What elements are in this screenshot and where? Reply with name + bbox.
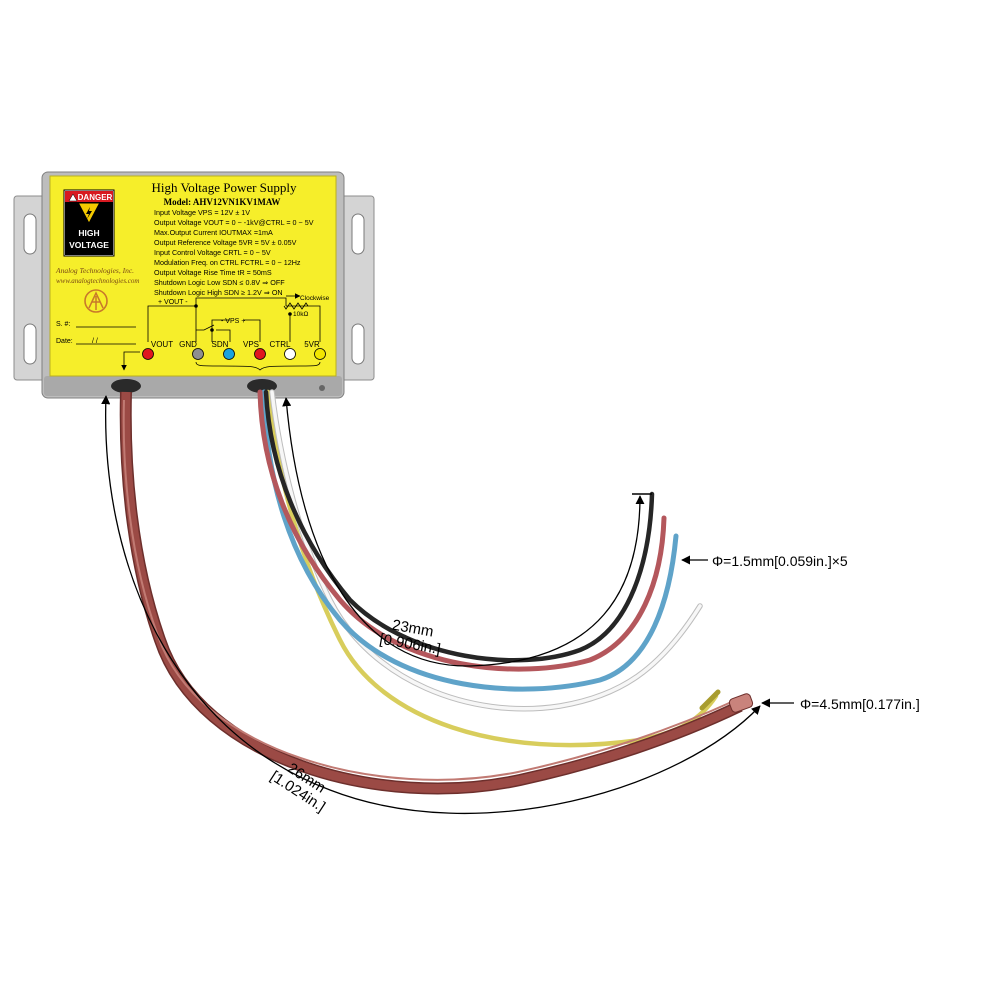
pin-dot-5vr [314,348,326,360]
vout-bracket-line [147,305,197,342]
resistor-label: 10kΩ [293,311,308,318]
vout-cable [119,391,754,795]
wire-black [263,389,655,663]
vps-bracket-line [211,319,261,342]
thin-wire-length-mm: 23mm [391,617,435,641]
thin-wire-length-label: 23mm [0.906in.] [378,617,442,658]
spec-line: Shutdown Logic High SDN ≥ 1.2V ⇒ ON [154,288,283,297]
high-text: HIGH [78,228,99,238]
lightning-bolt-icon [86,207,92,219]
company-logo-mark [88,291,104,310]
enclosure-bottom-wall [44,376,342,396]
vout-cable-outline [119,391,743,795]
potentiometer-line [283,302,309,310]
junction-dot [288,312,292,316]
pin-label-5vr: 5VR [304,340,320,349]
junction-dot [194,304,198,308]
pin-dot-vout [142,348,154,360]
spec-line: Modulation Freq. on CTRL FCTRL = 0 ~ 12H… [154,258,301,267]
spec-line: Max.Output Current IOUTMAX =1mA [154,228,273,237]
right-flange-slot-top [351,213,365,255]
wire-yellow [265,389,719,748]
signal-grommet [247,379,277,393]
danger-text: DANGER [78,193,113,202]
wire-white [269,389,703,712]
pin-label-vps: VPS [243,340,259,349]
spec-line: Input Control Voltage CRTL = 0 ~ 5V [154,248,271,257]
pin-label-vout: VOUT [151,340,173,349]
left-flange-slot-bottom [23,323,37,365]
dimension-annotations: Φ=1.5mm[0.059in.]×5 Φ=4.5mm[0.177in.] 23… [101,395,920,816]
ctrl-5vr-line [195,297,321,342]
spec-line: Output Voltage Rise Time tR = 50mS [154,268,272,277]
spec-line: Input Voltage VPS = 12V ± 1V [154,208,250,217]
pin-dots [142,348,326,360]
spec-line: Shutdown Logic Low SDN ≤ 0.8V ⇒ OFF [154,278,285,287]
pin-dot-sdn [223,348,235,360]
thick-cable-diameter: Φ=4.5mm[0.177in.] [800,696,920,712]
spec-lines: Input Voltage VPS = 12V ± 1V Output Volt… [154,208,314,297]
pin-dot-vps [254,348,266,360]
wire-red [257,389,667,672]
company-logo-icon [84,289,108,313]
wire-white-core [270,390,702,711]
left-flange-slot-top [23,213,37,255]
vout-cable-body [121,391,742,793]
spec-line: Output Voltage VOUT = 0 ~ -1kV@CTRL = 0 … [154,218,314,227]
pin-label-ctrl: CTRL [270,340,291,349]
label-model: Model: AHV12VN1KV1MAW [164,197,281,207]
date-label: Date: [56,338,73,345]
vps-bracket-label: - VPS + [221,318,245,325]
thick-cable-length-arc [101,395,761,814]
pin-label-sdn: SDN [212,340,229,349]
enclosure-screw [319,385,325,391]
vout-cable-end-cap [728,693,754,713]
pin-dot-ctrl [284,348,296,360]
thin-wire-length-arc [282,397,645,667]
sdn-switch-line [196,324,231,342]
thin-wire-diameter: Φ=1.5mm[0.059in.]×5 [712,553,848,569]
product-label: DANGER HIGH VOLTAGE High Voltage Power S… [49,175,337,377]
pin-label-gnd: GND [179,340,197,349]
pin-dot-gnd [192,348,204,360]
signal-wire-bundle [257,389,721,748]
company-website: www.analogtechnologies.com [56,277,139,285]
voltage-text: VOLTAGE [69,240,109,250]
right-flange-slot-bottom [351,323,365,365]
warning-triangle-icon [68,193,78,202]
clockwise-label: Clockwise [300,295,330,302]
spec-line: Output Reference Voltage 5VR = 5V ± 0.05… [154,238,297,247]
pin-schematic [121,293,321,371]
output-bracket-line [195,361,321,371]
danger-header [65,191,113,202]
serial-label: S. #: [56,321,70,328]
vout-bracket-label: + VOUT - [158,299,188,306]
vout-arrow-line [121,351,140,371]
junction-dot [210,328,214,332]
vout-grommet [111,379,141,393]
pin-labels: VOUT GND SDN VPS CTRL 5VR [151,340,320,349]
date-field-slashes: / / [92,338,98,345]
company-name: Analog Technologies, Inc. [55,266,134,275]
label-title: High Voltage Power Supply [151,180,297,195]
